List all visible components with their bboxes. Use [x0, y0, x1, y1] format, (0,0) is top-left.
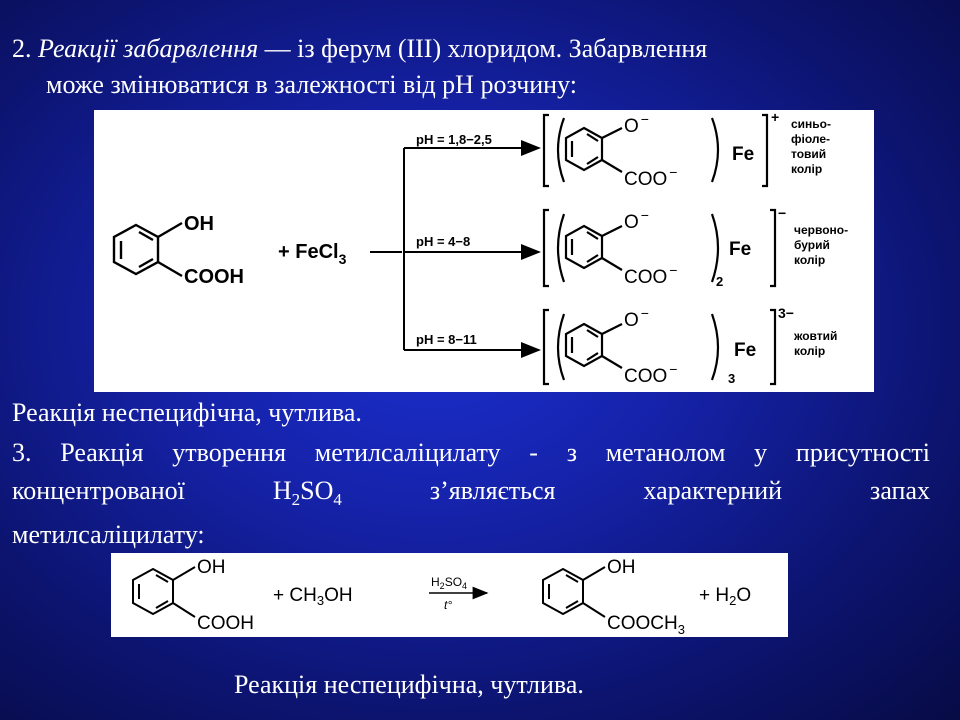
temperature-label: t°	[444, 598, 452, 612]
complex-3-ligand-count: 3	[728, 371, 735, 386]
methyl-salicylate-svg: OH COOH + CH3OH H2SO4 t° OH COOCH3 + H2O	[132, 557, 751, 637]
complex-3-carboxylate: COO−	[624, 361, 677, 387]
branch-arrows	[370, 140, 541, 358]
item2-title: Реакції забарвлення	[38, 34, 259, 63]
ph-label-1: pH = 1,8−2,5	[416, 132, 492, 147]
reactant-oh: OH	[184, 213, 214, 235]
complex-3-oxygen: O−	[624, 305, 649, 331]
methyl-salicylate-structure	[542, 566, 606, 618]
complex-2-color-line2: бурий	[794, 238, 830, 252]
complex-3: O− COO− Fe 3 3− жовтий колір	[542, 305, 837, 387]
complex-1: O− COO− Fe + синьо- фіоле- товий колір	[542, 109, 831, 190]
complex-1-color-line4: колір	[791, 162, 822, 176]
ph-label-3: pH = 8−11	[416, 332, 477, 347]
complex-2-charge: −	[778, 205, 786, 221]
note-nonspecific-1: Реакція неспецифічна, чутлива.	[12, 398, 362, 427]
fecl3-reaction-svg: OH COOH + FeCl3 pH = 1,8−2,5 pH = 4−8 pH…	[112, 109, 848, 387]
fecl3-reaction-scheme: OH COOH + FeCl3 pH = 1,8−2,5 pH = 4−8 pH…	[94, 109, 874, 392]
complex-1-color-line3: товий	[791, 147, 826, 161]
item2-line2: може змінюватися в залежності від рН роз…	[46, 70, 577, 99]
catalyst-h2so4: H2SO4	[431, 575, 467, 591]
complex-1-fe: Fe	[732, 144, 754, 165]
complex-1-color-line2: фіоле-	[791, 132, 830, 146]
item3-line1: 3. Реакція утворення метилсаліцилату - з…	[12, 438, 930, 467]
item3-line2: концентрованої H2SO4 з’являється характе…	[12, 476, 930, 510]
item2-heading: 2. Реакції забарвлення — із ферум (ІІІ) …	[12, 32, 942, 66]
complex-3-fe: Fe	[734, 340, 756, 361]
salicylic-acid-structure	[112, 221, 183, 278]
complex-1-carboxylate: COO−	[624, 164, 677, 190]
complex-2-oxygen: O−	[624, 207, 649, 233]
reagent-oh: OH	[197, 557, 226, 578]
complex-2-carboxylate: COO−	[624, 262, 677, 288]
complex-3-color-line1: жовтий	[793, 329, 837, 343]
reagent-cooh: COOH	[197, 613, 254, 634]
product-oh: OH	[607, 557, 636, 578]
complex-2-color-line1: червоно-	[794, 223, 848, 237]
complex-1-charge: +	[771, 110, 779, 125]
ph-label-2: pH = 4−8	[416, 234, 470, 249]
complex-2-fe: Fe	[729, 239, 751, 260]
complex-3-color-line2: колір	[794, 344, 825, 358]
complex-3-charge: 3−	[778, 305, 794, 321]
reactant-cooh: COOH	[184, 266, 244, 288]
item2-rest: — із ферум (ІІІ) хлоридом. Забарвлення	[258, 34, 708, 63]
note-nonspecific-2: Реакція неспецифічна, чутлива.	[234, 670, 584, 699]
methanol: + CH3OH	[273, 585, 353, 608]
complex-2-ligand-count: 2	[716, 274, 723, 289]
fecl3-reagent: + FeCl3	[278, 241, 347, 267]
methyl-salicylate-reaction: OH COOH + CH3OH H2SO4 t° OH COOCH3 + H2O	[111, 553, 788, 637]
item2-number: 2.	[12, 34, 38, 63]
product-cooch3: COOCH3	[607, 613, 685, 637]
complex-1-color-line1: синьо-	[791, 117, 831, 131]
complex-2: O− COO− Fe 2 − червоно- бурий колір	[542, 205, 848, 289]
complex-1-oxygen: O−	[624, 111, 649, 137]
water: + H2O	[699, 585, 751, 608]
salicylic-acid-structure-2	[132, 566, 196, 618]
complex-2-color-line3: колір	[794, 253, 825, 267]
item3-line3: метилсаліцилату:	[12, 520, 205, 549]
